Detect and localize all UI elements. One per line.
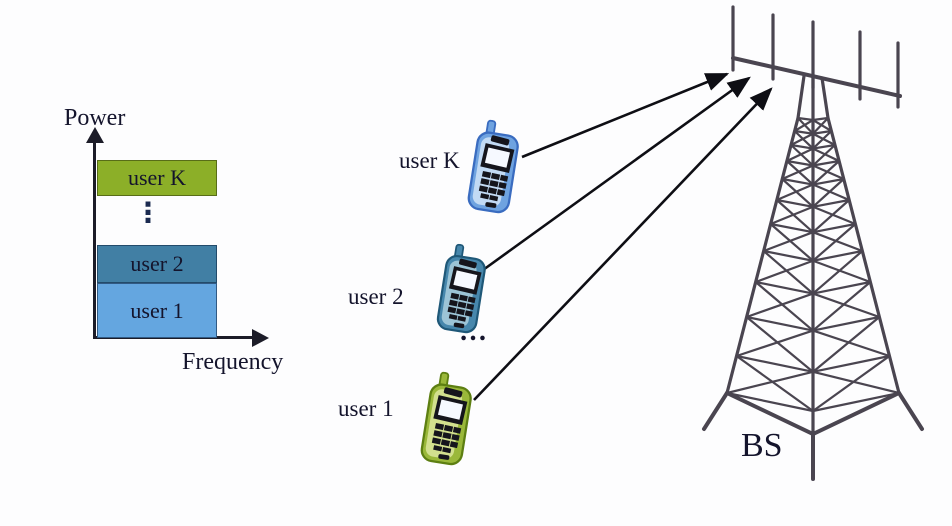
power-block-user-1-label: user 1: [130, 297, 184, 323]
device-label-user-1: user 1: [338, 396, 394, 421]
power-block-user-1: user 1: [97, 283, 217, 338]
power-block-user-k-label: user K: [127, 165, 187, 190]
power-block-user-k: user K: [97, 160, 217, 196]
base-station-label: BS: [741, 427, 783, 464]
frequency-axis-label: Frequency: [182, 349, 284, 375]
device-label-user-k: user K: [399, 148, 460, 173]
power-axis: [93, 141, 96, 338]
base-station-tower-icon: [702, 5, 924, 481]
vertical-ellipsis: ⋮: [134, 196, 162, 229]
device-label-user-2: user 2: [348, 284, 404, 309]
uplink-arrow-user-1: [473, 87, 773, 401]
uplink-arrow-user-2: [482, 76, 751, 272]
power-block-user-2: user 2: [97, 245, 217, 283]
antenna-crossbar: [731, 56, 902, 98]
power-axis-label: Power: [64, 105, 126, 131]
power-axis-arrowhead: [86, 127, 104, 143]
uplink-arrow-user-k: [521, 72, 730, 159]
power-block-user-2-label: user 2: [130, 251, 184, 276]
devices-ellipsis: …: [459, 316, 491, 347]
frequency-axis-arrowhead: [252, 329, 269, 347]
